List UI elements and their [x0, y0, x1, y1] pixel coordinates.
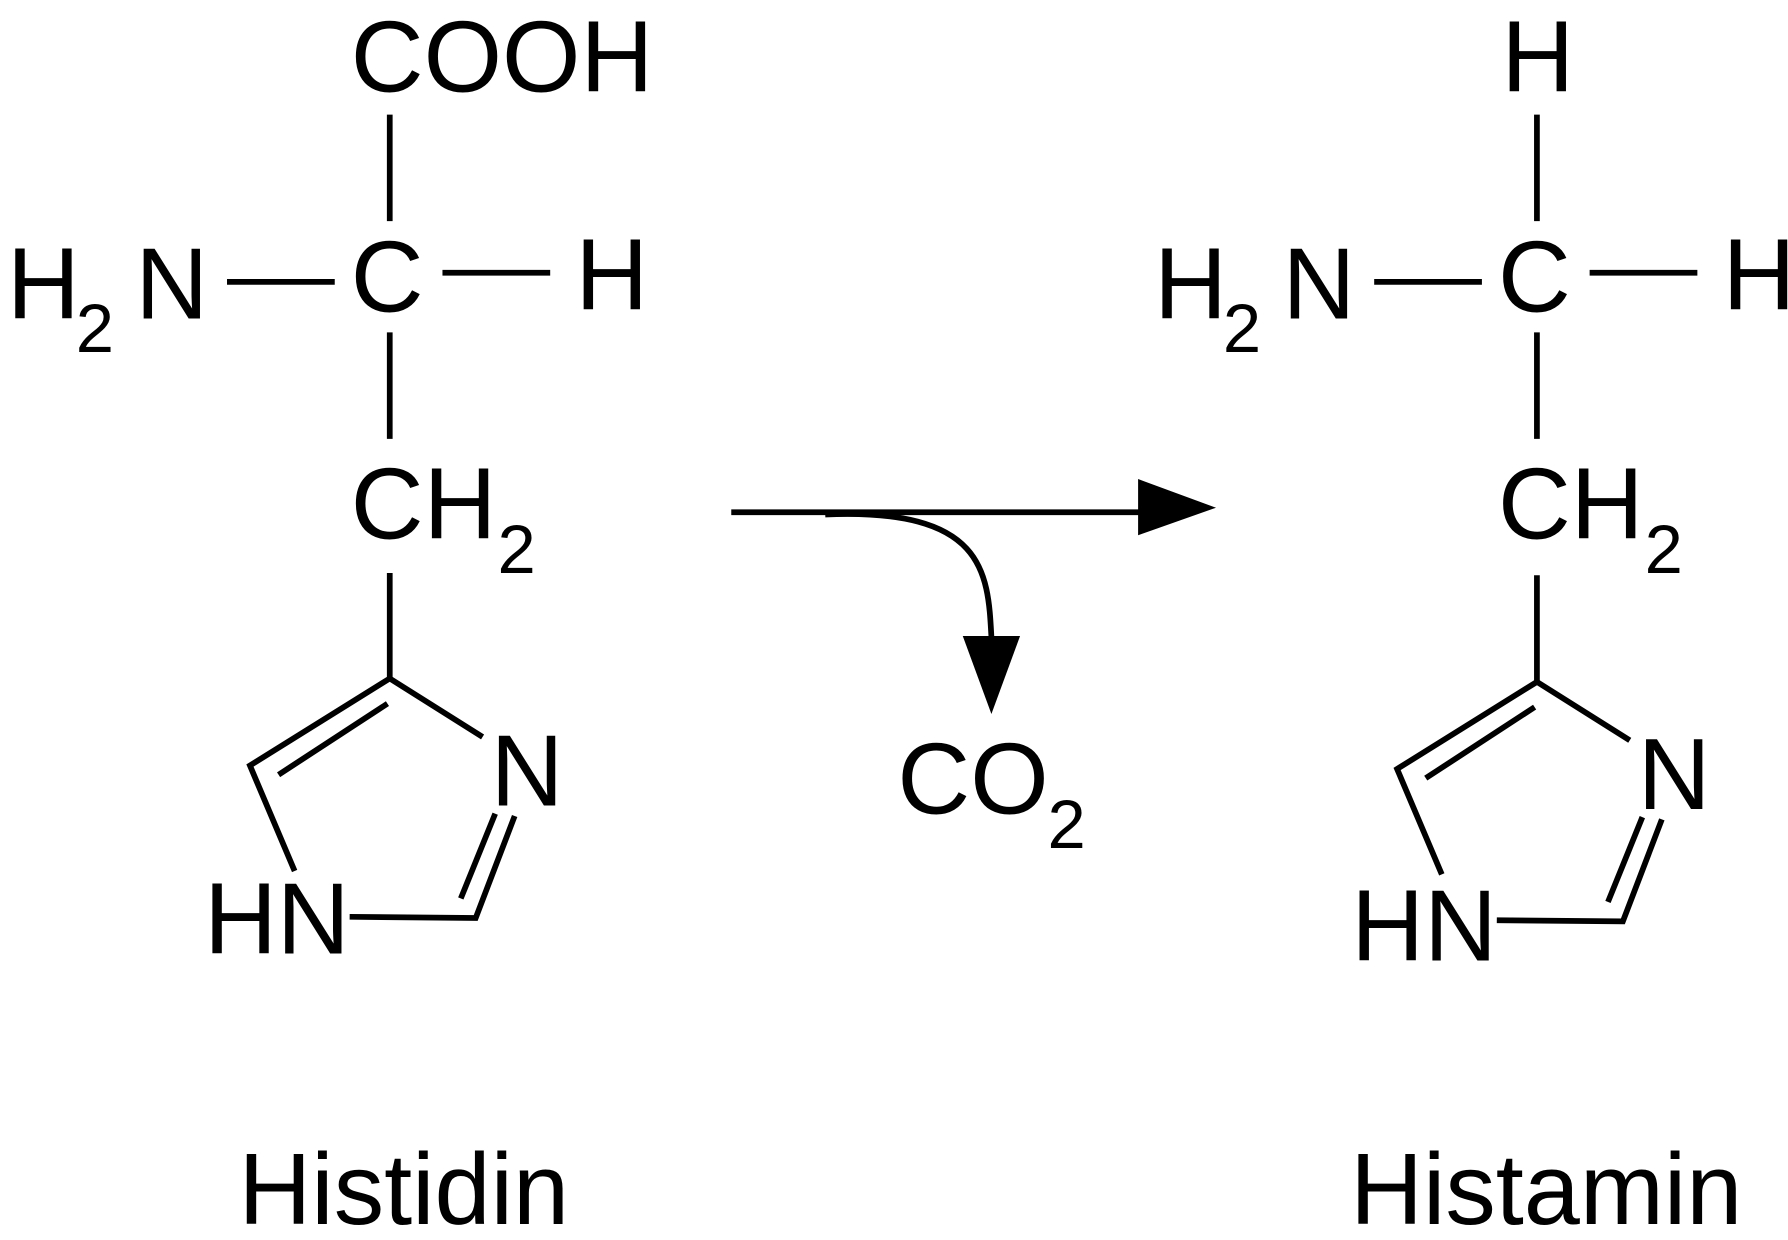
methylene-subscript: 2 [497, 511, 535, 588]
methylene-ch: CH [1498, 449, 1644, 561]
histidine-structure: COOH H 2 N C H CH 2 N HN Histidin [7, 2, 653, 1240]
alpha-carbon: C [351, 222, 424, 334]
arrowhead-right-icon [1138, 479, 1217, 536]
methylene-ch: CH [351, 449, 497, 561]
ring-nitrogen: N [1638, 719, 1711, 831]
histidine-label: Histidin [238, 1134, 569, 1240]
amine-n: N [1283, 229, 1356, 341]
imidazole-ring: N HN [204, 675, 564, 975]
histamine-label: Histamin [1350, 1134, 1742, 1240]
alpha-hydrogen: H [1723, 219, 1788, 331]
carbon-dioxide: CO [897, 724, 1048, 836]
methylene-subscript: 2 [1645, 511, 1683, 588]
imidazole-ring: N HN [1351, 678, 1711, 982]
ring-nh: HN [204, 863, 350, 975]
carbon-dioxide-subscript: 2 [1048, 786, 1086, 863]
alpha-carbon: C [1498, 222, 1571, 334]
histamine-structure: H H 2 N C H CH 2 N HN Histamin [1154, 2, 1788, 1240]
carboxyl-group: COOH [351, 2, 654, 114]
arrowhead-down-icon [962, 636, 1021, 714]
alpha-hydrogen: H [575, 219, 648, 331]
amine-subscript: 2 [76, 290, 114, 367]
amine-subscript: 2 [1223, 290, 1261, 367]
amine-n: N [135, 229, 208, 341]
reaction-arrow: CO 2 [731, 479, 1217, 863]
ring-nitrogen: N [491, 716, 564, 828]
amine-h: H [7, 229, 80, 341]
top-hydrogen: H [1501, 2, 1574, 114]
amine-h: H [1154, 229, 1227, 341]
ring-nh: HN [1351, 870, 1497, 982]
